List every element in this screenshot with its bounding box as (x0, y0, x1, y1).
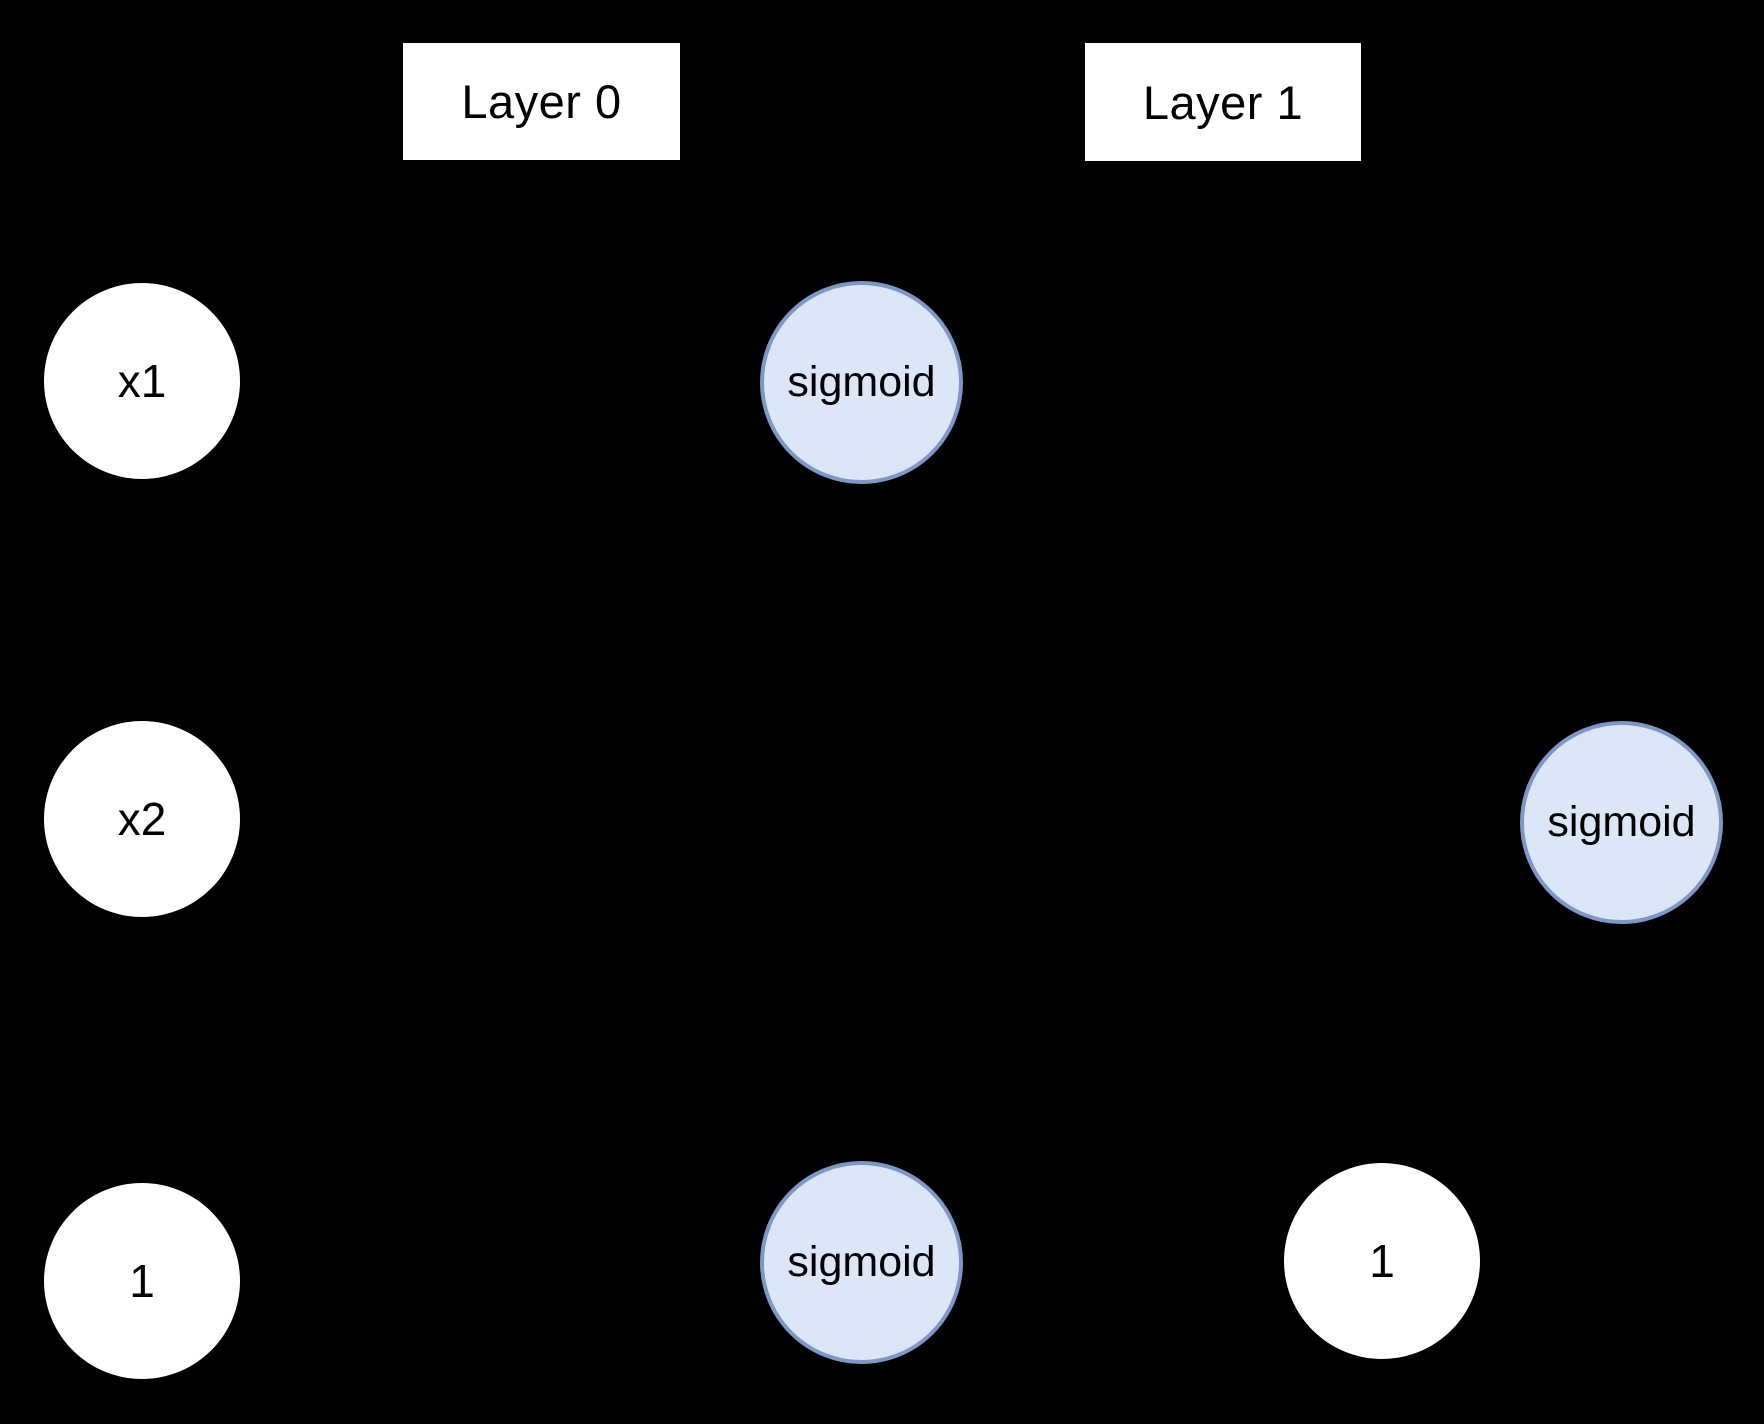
node-input-x1-label: x1 (117, 355, 167, 407)
node-sigmoid-output: sigmoid (1520, 721, 1723, 924)
node-sigmoid-hidden-top: sigmoid (760, 281, 963, 484)
layer-0-label-box: Layer 0 (403, 43, 680, 160)
layer-0-label: Layer 0 (461, 75, 622, 128)
layer-1-label: Layer 1 (1142, 75, 1304, 129)
node-input-x2: x2 (44, 721, 240, 917)
node-bias-layer-1: 1 (1284, 1163, 1480, 1359)
node-bias-input: 1 (44, 1183, 240, 1379)
node-bias-input-label: 1 (129, 1255, 155, 1307)
node-sigmoid-output-label: sigmoid (1547, 798, 1696, 846)
node-sigmoid-hidden-bottom-label: sigmoid (787, 1238, 936, 1286)
node-input-x1: x1 (44, 283, 240, 479)
node-sigmoid-hidden-top-label: sigmoid (787, 358, 936, 406)
node-sigmoid-hidden-bottom: sigmoid (760, 1161, 963, 1364)
node-bias-layer-1-label: 1 (1369, 1235, 1395, 1287)
node-input-x2-label: x2 (117, 793, 167, 845)
layer-1-label-box: Layer 1 (1085, 43, 1361, 161)
